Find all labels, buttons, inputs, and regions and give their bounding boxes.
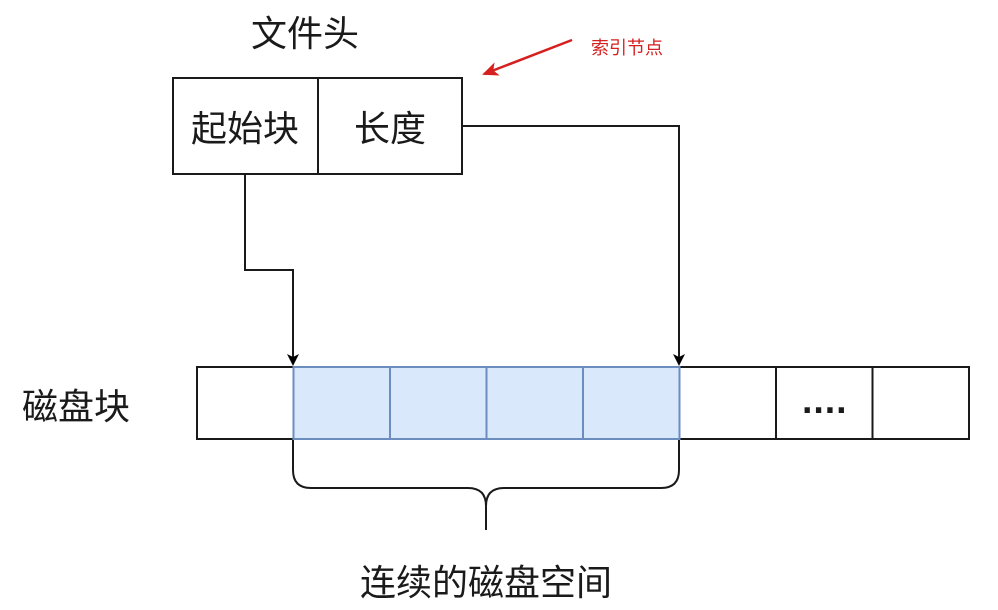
length-label: 长度: [354, 109, 426, 150]
disk-block-ellipsis: ....: [801, 386, 847, 421]
start-block-label: 起始块: [191, 109, 299, 150]
start-block-field: [172, 77, 319, 175]
contiguous-region-brace: [292, 440, 680, 530]
disk-block-contiguous: [292, 366, 391, 440]
contiguous-space-label: 连续的磁盘空间: [360, 563, 612, 604]
index-node-arrow: [482, 38, 573, 76]
disk-block-row: ....: [196, 366, 970, 440]
disk-blocks-label: 磁盘块: [22, 387, 130, 428]
file-header-title: 文件头: [251, 14, 359, 55]
start-block-pointer-arrow: [244, 174, 299, 366]
length-pointer-arrow: [462, 125, 685, 366]
disk-block: [871, 366, 970, 440]
disk-block-contiguous: [389, 366, 488, 440]
length-field: [317, 77, 463, 175]
index-node-annotation: 索引节点: [591, 38, 663, 59]
disk-block-contiguous: [582, 366, 681, 440]
file-header-record: 起始块 长度: [172, 77, 463, 175]
disk-block: [678, 366, 777, 440]
disk-block-contiguous: [485, 366, 584, 440]
disk-block: [775, 366, 874, 440]
disk-block: [196, 366, 295, 440]
